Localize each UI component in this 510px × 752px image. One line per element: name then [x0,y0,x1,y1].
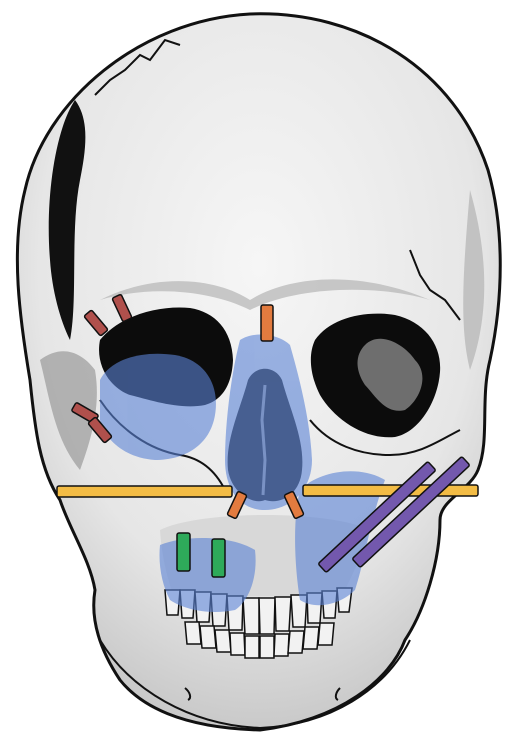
yellow-bar-left [57,486,232,497]
yellow-bar-right [303,485,478,496]
green-marker [212,539,225,577]
left-maxilla-highlight [159,538,255,612]
orange-marker [261,305,273,341]
left-orbit-highlight [100,354,216,460]
green-marker [177,533,190,571]
